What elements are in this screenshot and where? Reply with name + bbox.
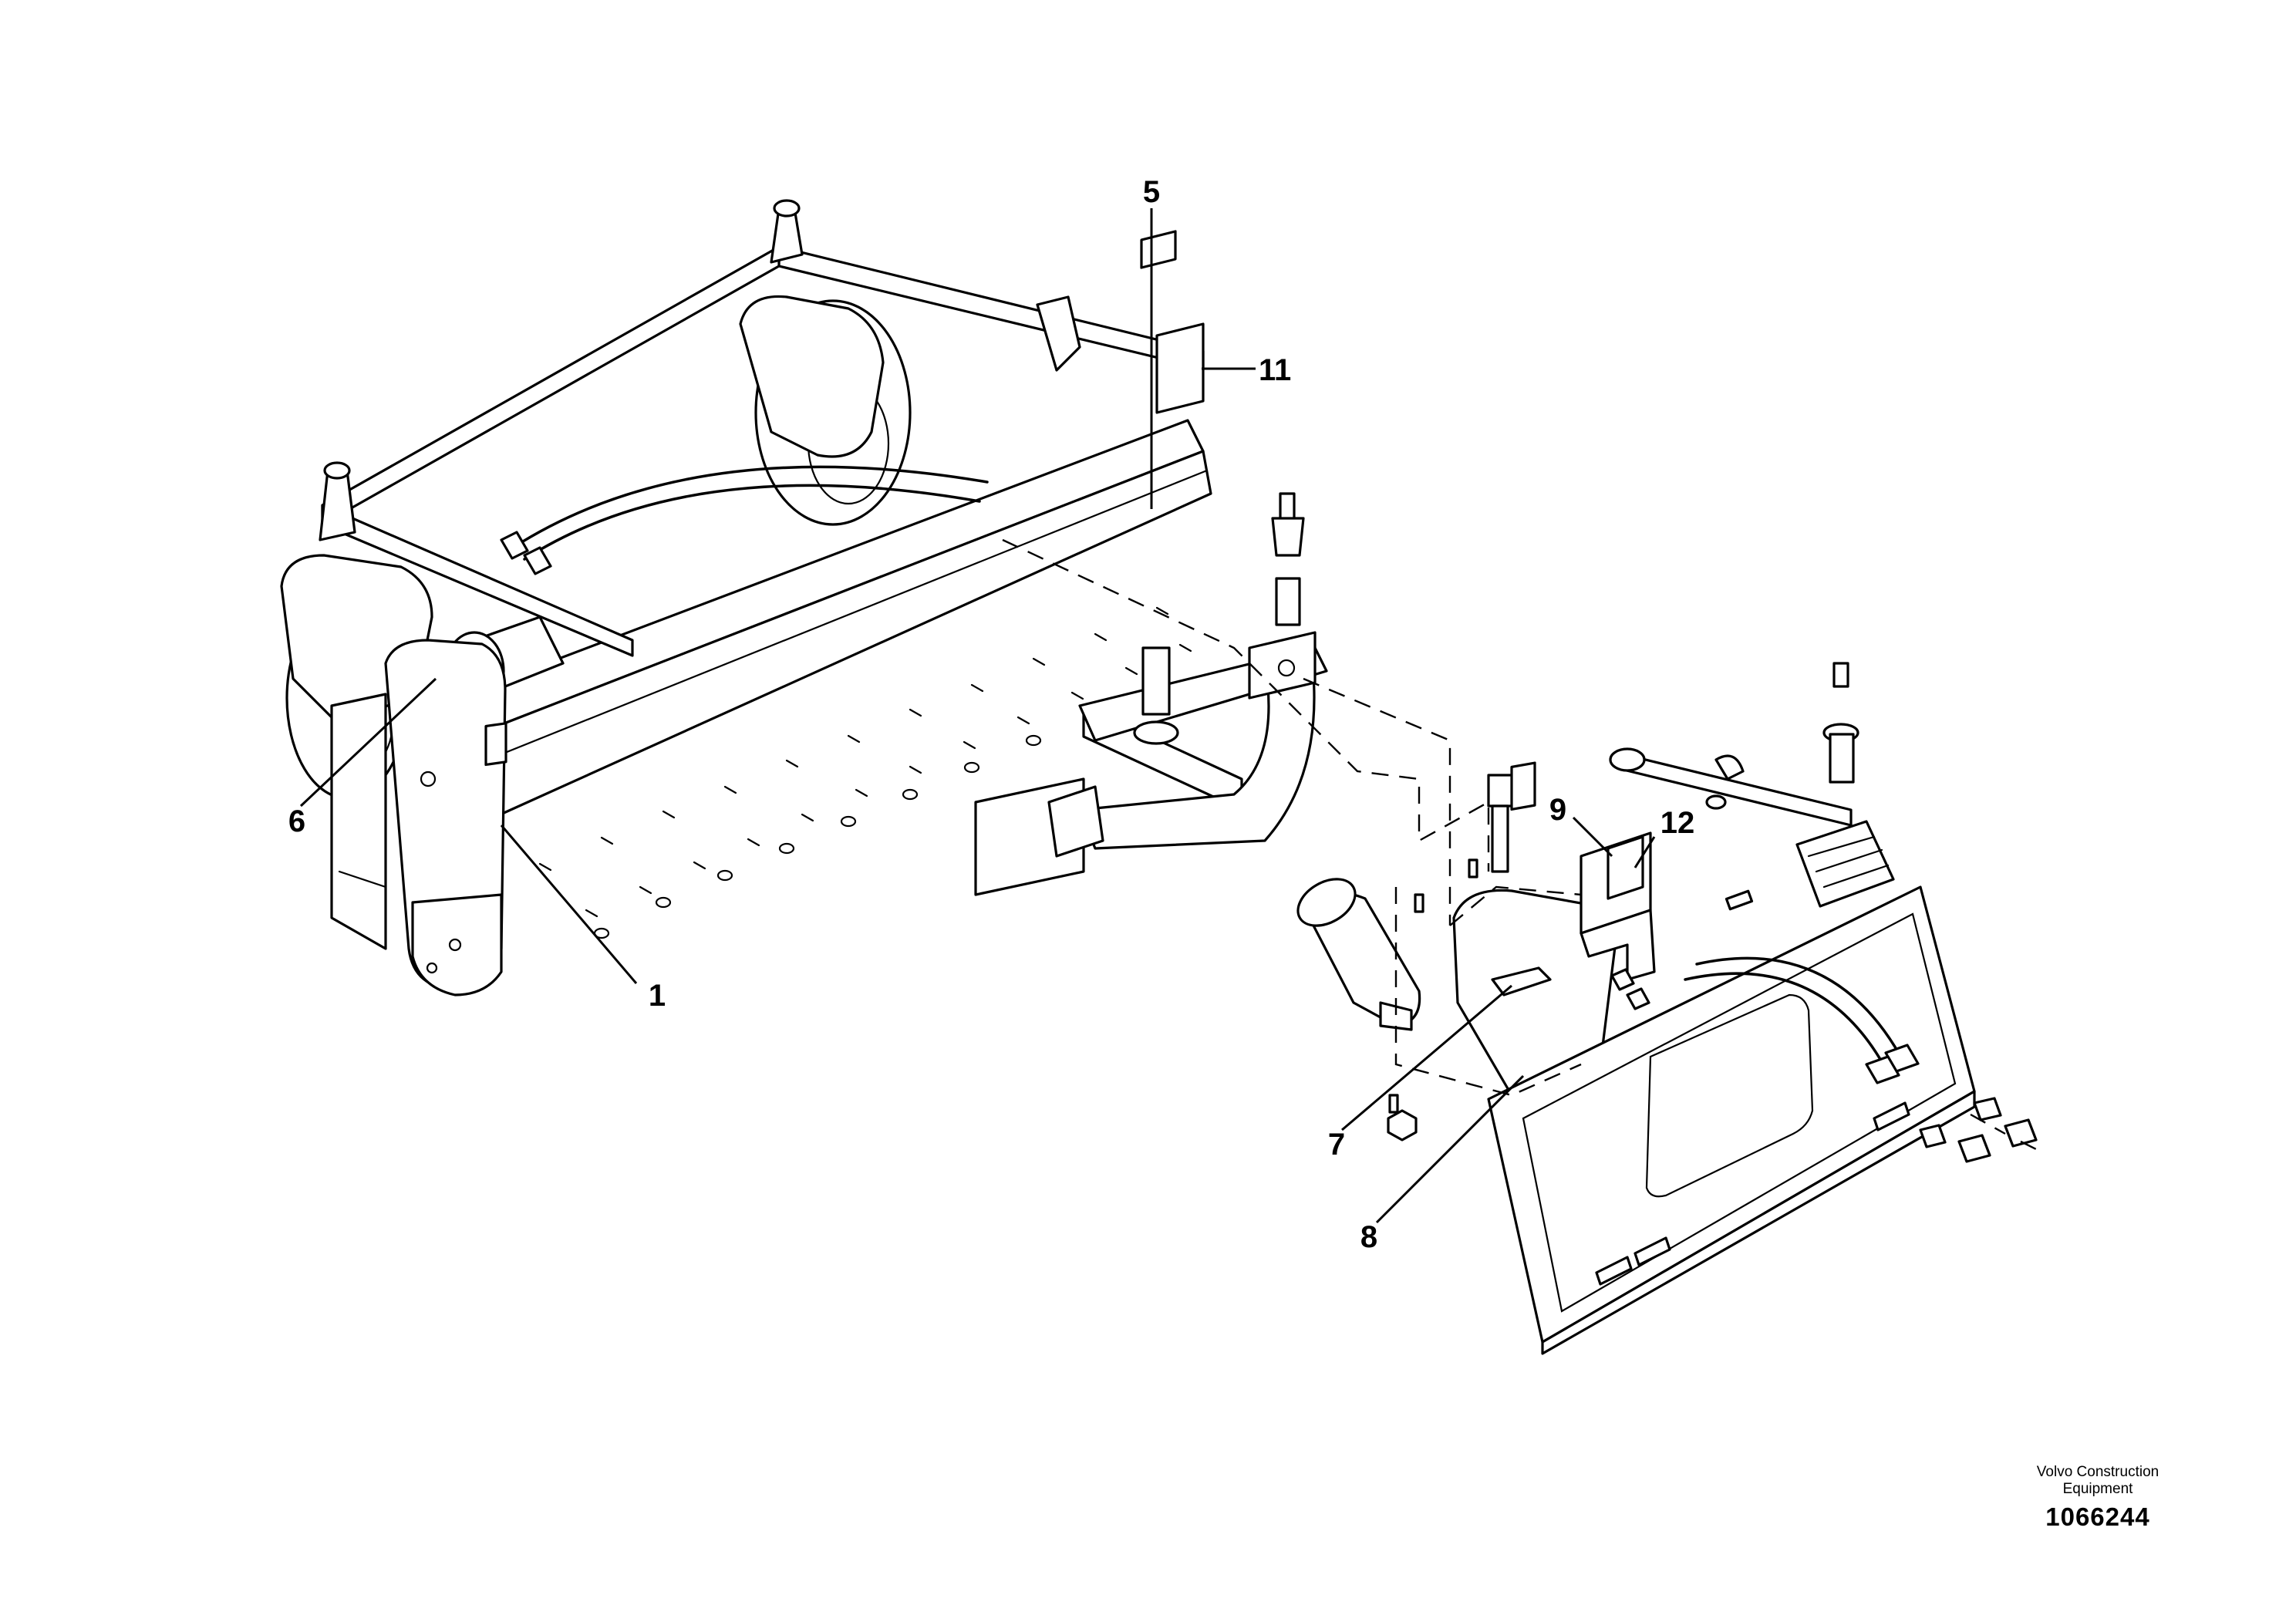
callouts: 5 11 6 1 9 12 7 8 <box>288 175 1694 1254</box>
mount-bracket <box>974 492 1328 896</box>
leader-8 <box>1375 1074 1525 1224</box>
manufacturer-line-2: Equipment <box>2062 1481 2133 1497</box>
document-number: 1066244 <box>2045 1502 2150 1531</box>
callout-8: 8 <box>1360 1220 1377 1254</box>
leader-9 <box>1572 816 1613 858</box>
attachment-plate <box>1452 662 2038 1355</box>
callout-1: 1 <box>649 979 666 1013</box>
manufacturer-line-1: Volvo Construction <box>2036 1464 2159 1480</box>
broom-assembly <box>280 199 1212 996</box>
leader-1 <box>500 824 638 984</box>
callout-6: 6 <box>288 804 305 838</box>
leader-12 <box>1633 836 1656 868</box>
manufacturer-label: Volvo Construction Equipment <box>1982 1464 2213 1498</box>
callout-5: 5 <box>1143 175 1160 209</box>
callout-11: 11 <box>1259 353 1291 387</box>
leader-lines <box>299 208 1656 1224</box>
leader-7 <box>1341 984 1512 1131</box>
leader-6 <box>299 677 437 808</box>
assembly-paths <box>1002 538 2045 1155</box>
hydraulic-parts <box>1296 774 1754 1141</box>
callout-7: 7 <box>1328 1128 1345 1162</box>
callout-12: 12 <box>1660 806 1695 840</box>
callout-9: 9 <box>1549 793 1566 827</box>
